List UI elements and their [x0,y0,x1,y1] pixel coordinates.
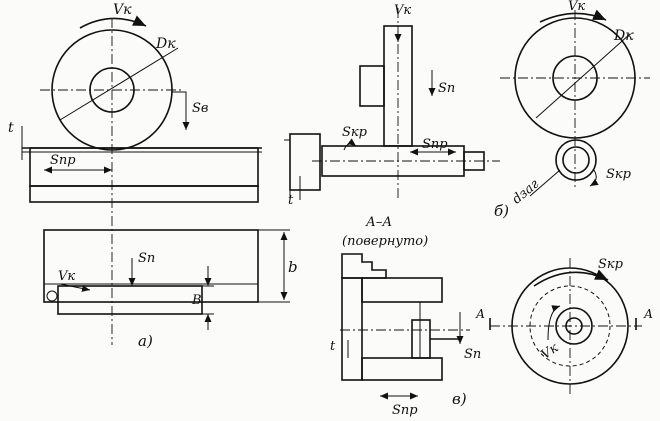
panel-b-caption: б) [494,202,509,220]
label-t-a: t [8,120,14,136]
panel-v: А–А (повернуто) t Sп Sпр в) Sкр [330,215,653,418]
panel-v-caption: в) [452,390,467,408]
label-vk-v: Vк [539,341,562,363]
section-note: (повернуто) [342,234,428,249]
label-dk-b: Dк [613,28,634,44]
label-skr-b: Sкр [342,125,368,140]
label-vk2-a: Vк [58,269,75,284]
chuck-b [289,133,321,191]
label-b-lower: B [191,293,202,308]
label-vk2-b: Vк [568,0,585,14]
label-sp-a: Sп [138,251,155,266]
label-spr-v: Sпр [392,403,418,418]
label-skr2-b: Sкр [606,167,632,182]
panel-a-caption: а) [138,332,153,350]
section-title: А–А [365,215,392,230]
label-t-v: t [330,339,336,354]
sv-arrow [172,91,190,130]
label-sv: Sв [192,101,208,116]
label-b-upper: b [288,258,298,276]
wheel-end-view [555,307,593,345]
workpiece-plan-a [43,229,259,303]
wheel-internal-v [411,319,431,359]
label-vk-a: Vк [113,2,132,18]
label-a-left: А [475,307,485,321]
label-sn-v: Sп [464,347,481,362]
label-dk-a: Dк [155,36,176,52]
label-vk-b: Vк [394,3,411,18]
wheel-a [40,18,184,345]
panel-a: Vк Dк Sв t Sпр Sп Vк b [8,2,298,350]
vk-rotation-arrow [79,15,147,29]
ring-lower-section [361,357,443,381]
chuck-jaws-v [341,253,387,279]
dk-dimension-line-a [59,47,179,121]
label-t-b: t [288,193,294,208]
label-dzag: dзаг [510,176,543,207]
workpiece-side-b [555,139,597,181]
table-a [29,185,259,203]
wheel-plan-a [57,285,203,315]
label-spr-a: Sпр [50,153,76,168]
label-sn-b: Sп [438,81,455,96]
label-skr-v: Sкр [598,257,624,272]
ring-upper-section [361,277,443,303]
label-spr-b: Sпр [422,137,448,152]
label-a-right: А [643,307,653,321]
panel-b: Vк Sп Sкр Sпр t б) Vк Dк Sкр [284,0,650,220]
